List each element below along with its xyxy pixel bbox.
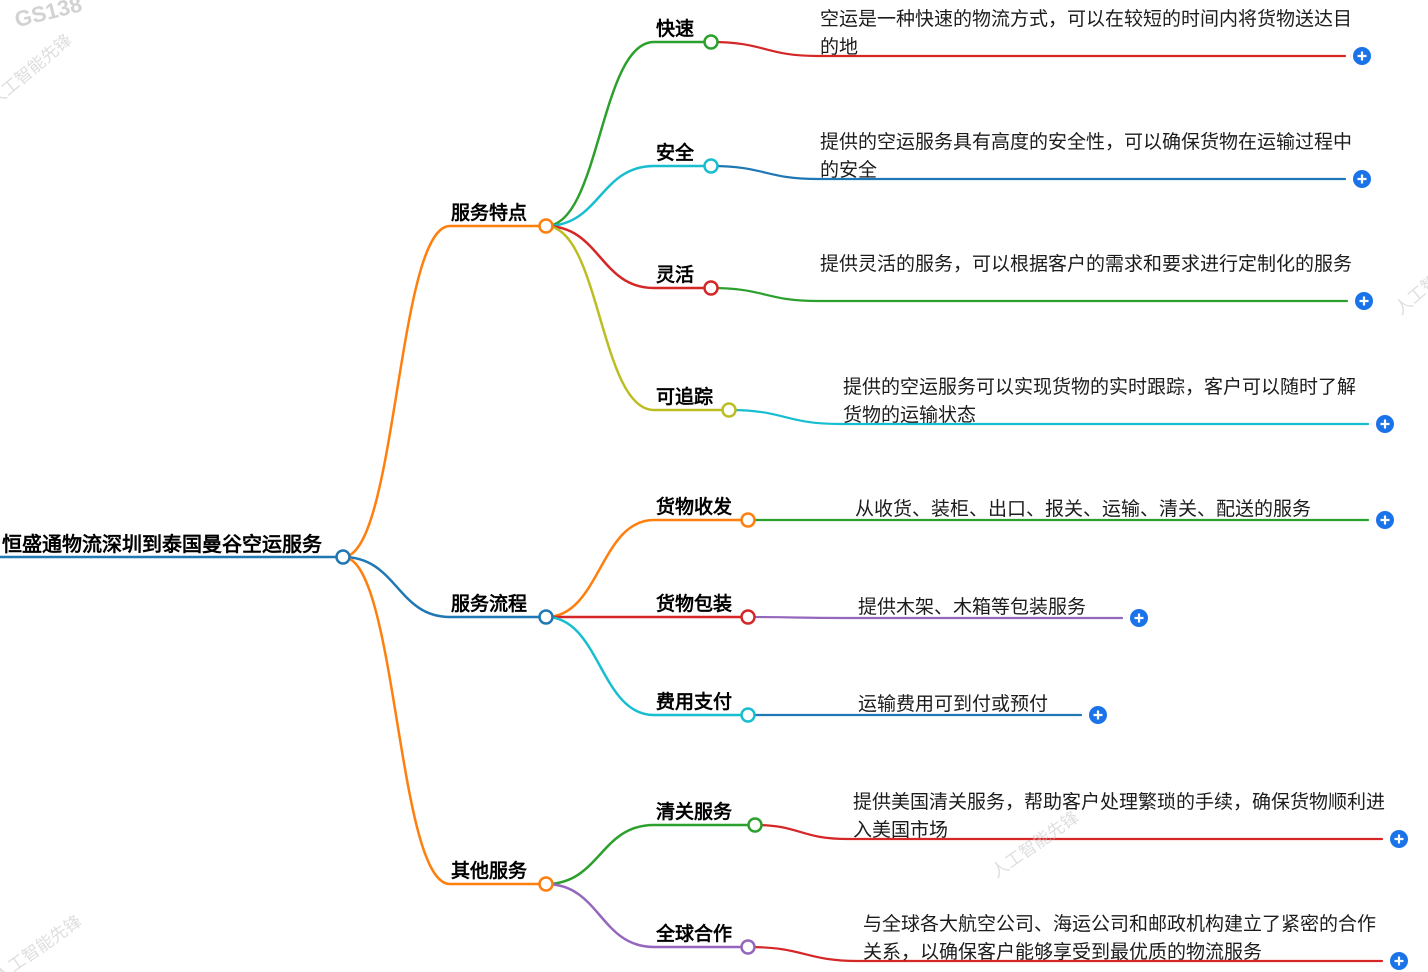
node-label-cargo-packing[interactable]: 货物包装 [656,594,733,615]
node-label-global[interactable]: 全球合作 [656,924,733,945]
connector-cargo-packing-to-desc [746,615,1124,620]
leaf-desc-cargo-receipt[interactable]: 从收货、装柜、出口、报关、运输、清关、配送的服务 [855,499,1312,520]
node-label-payment[interactable]: 费用支付 [656,692,733,713]
expand-button-cargo-receipt[interactable] [1376,511,1394,529]
connector-service-features-to-flexible [544,224,713,290]
node-label-fast[interactable]: 快速 [656,19,695,40]
connector-trackable-to-desc [727,408,1370,426]
node-label-safe[interactable]: 安全 [656,143,695,164]
expand-button-global[interactable] [1390,952,1408,970]
node-label-other-services[interactable]: 其他服务 [451,861,528,882]
expand-button-flexible[interactable] [1355,292,1373,310]
node-label-flexible[interactable]: 灵活 [656,265,695,286]
leaf-desc-cargo-packing[interactable]: 提供木架、木箱等包装服务 [858,597,1087,618]
node-label-customs[interactable]: 清关服务 [656,802,733,823]
expand-button-safe[interactable] [1353,170,1371,188]
node-handle-service-process[interactable] [538,609,554,625]
expand-button-trackable[interactable] [1376,415,1394,433]
root-node-label[interactable]: 恒盛通物流深圳到泰国曼谷空运服务 [2,534,322,556]
node-handle-fast[interactable] [703,34,719,50]
plus-glyph [1394,834,1404,844]
connector-root-to-service-process [341,555,548,619]
leaf-desc-flexible[interactable]: 提供灵活的服务，可以根据客户的需求和要求进行定制化的服务 [820,254,1353,275]
connector-service-process-to-payment [544,615,750,717]
plus-glyph [1394,956,1404,966]
leaf-desc-customs[interactable]: 提供美国清关服务，帮助客户处理繁琐的手续，确保货物顺利进入美国市场 [853,792,1386,841]
node-handle-cargo-receipt[interactable] [740,512,756,528]
node-handle-root[interactable] [335,549,351,565]
connector-service-features-to-fast [544,40,713,228]
node-handle-service-features[interactable] [538,218,554,234]
expand-button-payment[interactable] [1089,706,1107,724]
node-handle-safe[interactable] [703,158,719,174]
connector-fast-to-desc [709,40,1347,58]
leaf-desc-safe[interactable]: 提供的空运服务具有高度的安全性，可以确保货物在运输过程中的安全 [820,132,1353,181]
plus-glyph [1134,613,1144,623]
plus-glyph [1380,419,1390,429]
node-handle-global[interactable] [740,939,756,955]
node-label-service-process[interactable]: 服务流程 [451,594,528,615]
plus-glyph [1359,296,1369,306]
connector-safe-to-desc [709,164,1347,181]
expand-button-fast[interactable] [1353,47,1371,65]
leaf-desc-payment[interactable]: 运输费用可到付或预付 [858,694,1049,715]
node-handle-cargo-packing[interactable] [740,609,756,625]
leaf-desc-fast[interactable]: 空运是一种快速的物流方式，可以在较短的时间内将货物送达目的地 [820,9,1353,58]
connector-other-services-to-global [544,882,750,949]
plus-glyph [1380,515,1390,525]
node-handle-customs[interactable] [747,817,763,833]
node-label-trackable[interactable]: 可追踪 [656,387,714,408]
plus-glyph [1357,51,1367,61]
expand-button-customs[interactable] [1390,830,1408,848]
connector-service-features-to-trackable [544,224,731,412]
connector-global-to-desc [746,945,1384,963]
node-handle-other-services[interactable] [538,876,554,892]
node-label-service-features[interactable]: 服务特点 [451,203,528,224]
leaf-desc-global[interactable]: 与全球各大航空公司、海运公司和邮政机构建立了紧密的合作关系，以确保客户能够享受到… [863,914,1377,963]
connector-root-to-service-features [341,224,548,559]
expand-button-cargo-packing[interactable] [1130,609,1148,627]
connector-service-process-to-cargo-receipt [544,518,750,619]
plus-glyph [1093,710,1103,720]
node-label-cargo-receipt[interactable]: 货物收发 [656,497,733,518]
plus-glyph [1357,174,1367,184]
connector-root-to-other-services [341,555,548,886]
node-handle-trackable[interactable] [721,402,737,418]
node-handle-payment[interactable] [740,707,756,723]
node-handle-flexible[interactable] [703,280,719,296]
connector-service-features-to-safe [544,164,713,228]
leaf-desc-trackable[interactable]: 提供的空运服务可以实现货物的实时跟踪，客户可以随时了解货物的运输状态 [843,377,1357,426]
connector-customs-to-desc [753,823,1384,841]
connector-other-services-to-customs [544,823,757,886]
connector-flexible-to-desc [709,286,1349,303]
